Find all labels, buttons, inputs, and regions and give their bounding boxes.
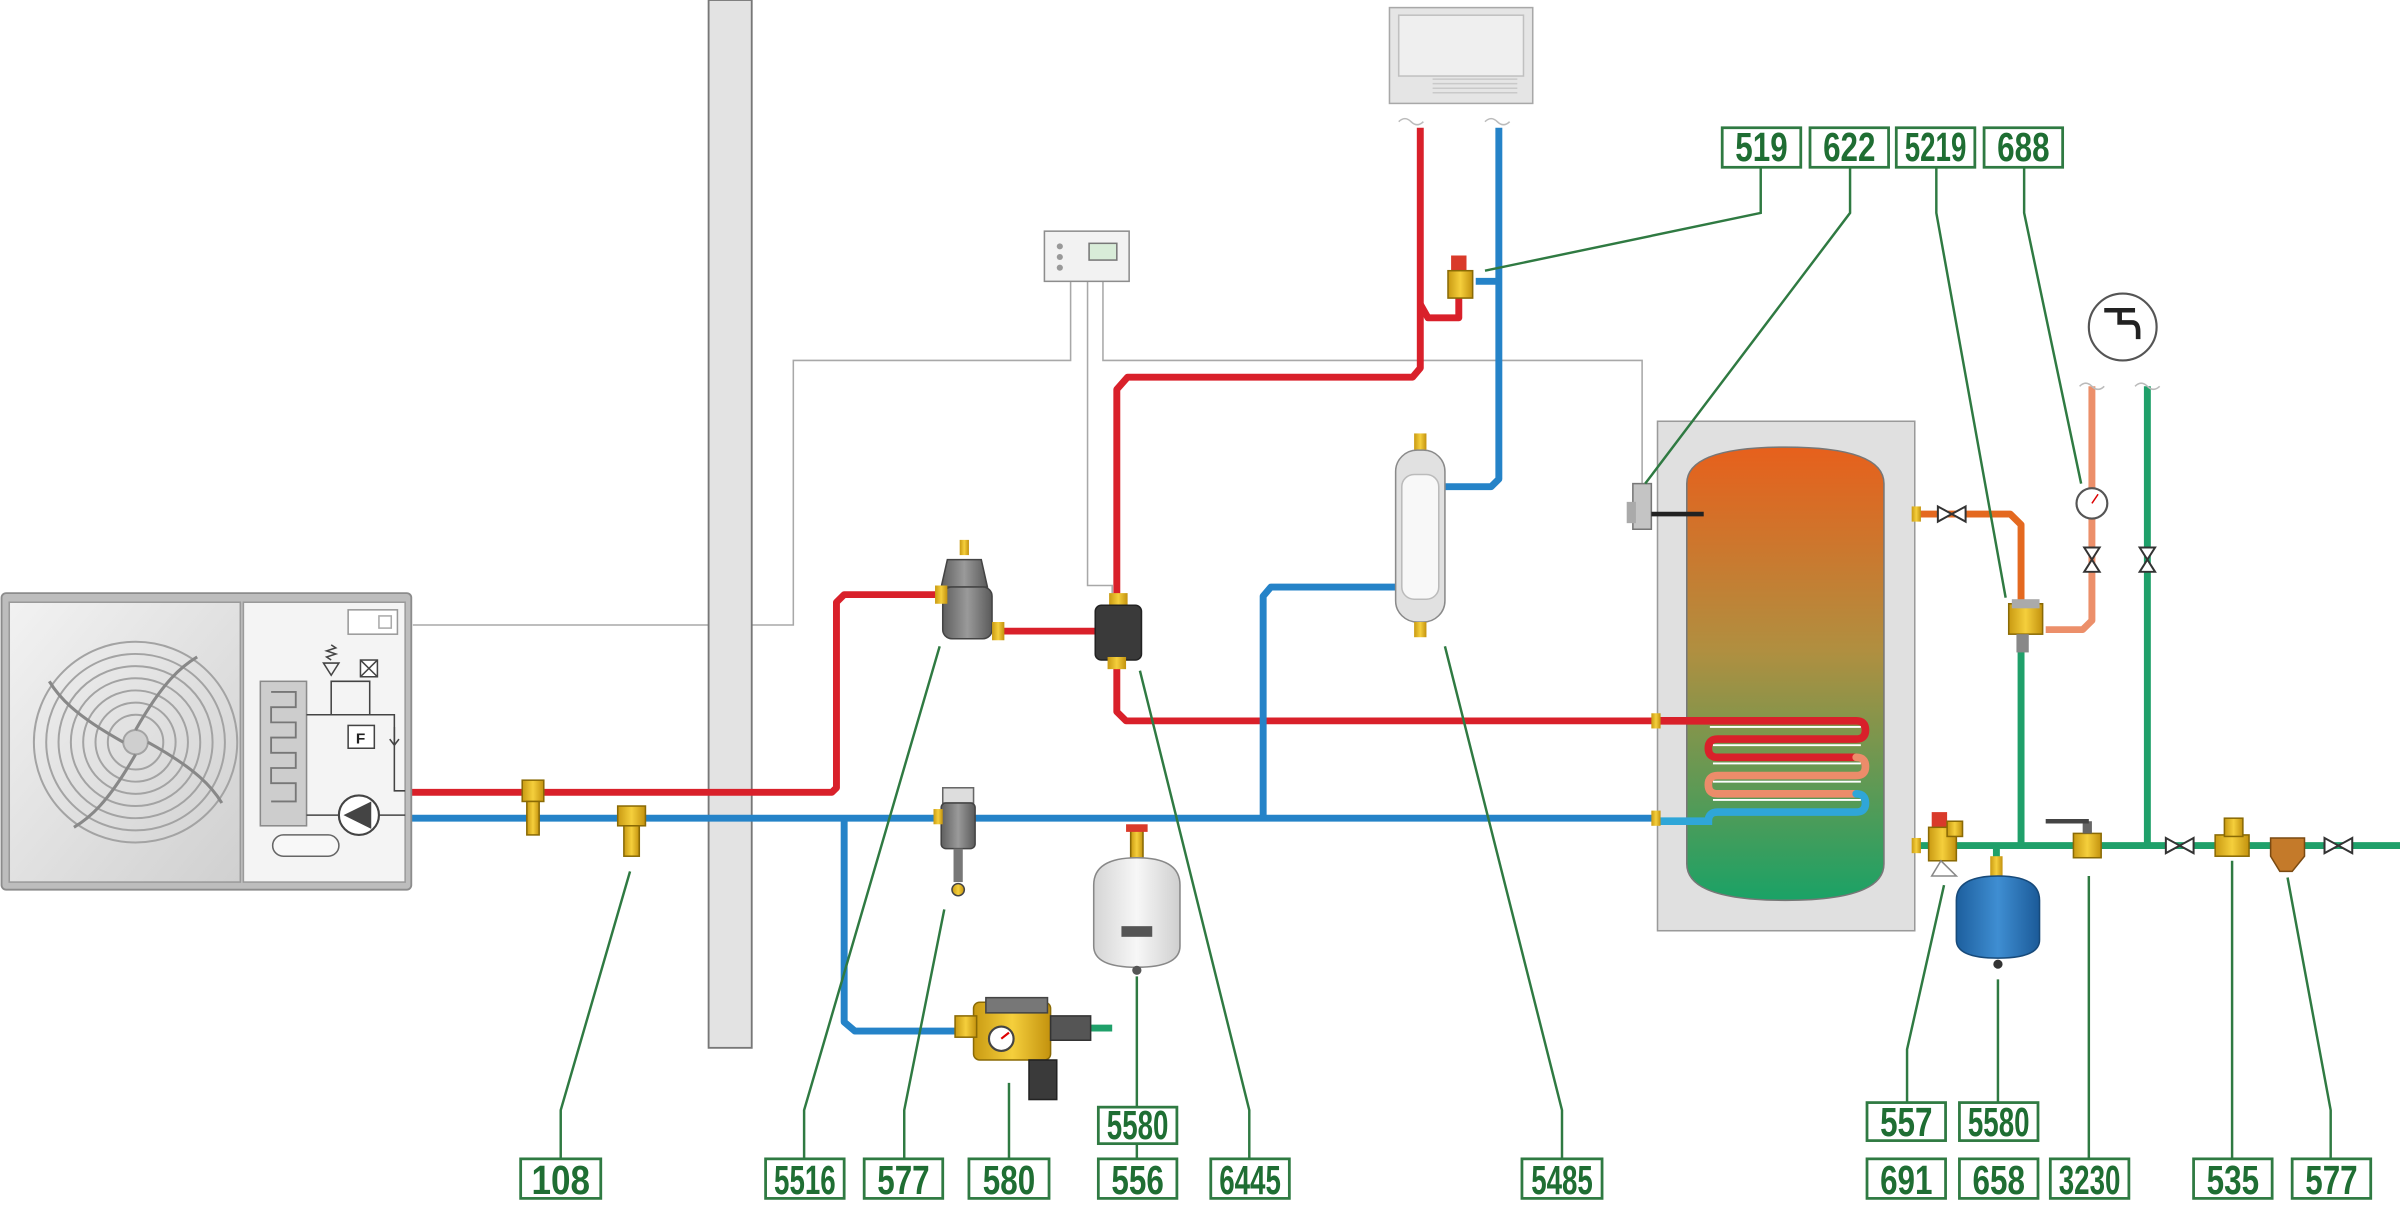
ball-valve-3230 — [2045, 818, 2102, 859]
compressor-icon — [271, 834, 340, 857]
mixing-valve-6445 — [1094, 593, 1143, 670]
pump-icon — [337, 794, 381, 836]
valve-icon — [1936, 504, 2354, 855]
part-label-691: 691 — [1865, 1157, 1947, 1203]
part-label-577-filter: 577 — [862, 1157, 945, 1203]
control-wiring — [412, 281, 1643, 626]
svg-text:557: 557 — [1880, 1099, 1932, 1145]
part-label-6445: 6445 — [1209, 1157, 1291, 1203]
thermostatic-mixer-5219 — [2007, 599, 2044, 653]
part-label-658: 658 — [1958, 1157, 2040, 1203]
pressure-reducer-535 — [2214, 817, 2250, 857]
dirt-separator-5516 — [935, 539, 1005, 641]
svg-text:556: 556 — [1111, 1157, 1163, 1203]
flow-switch-icon — [347, 724, 376, 749]
svg-text:577: 577 — [877, 1157, 929, 1203]
buffer-tank-5485 — [1394, 433, 1446, 638]
unit-display-icon — [347, 609, 399, 635]
flow-pipe-tank-coil — [1113, 666, 1658, 725]
return-pipe-fancoil — [1441, 127, 1503, 491]
svg-text:3230: 3230 — [2059, 1157, 2121, 1203]
safety-group-557 — [1927, 812, 1964, 877]
part-label-5580-dhw: 5580 — [1958, 1099, 2040, 1145]
controller-icon — [1043, 230, 1130, 283]
fan-icon — [32, 640, 239, 844]
part-label-556: 556 — [1096, 1157, 1179, 1203]
part-label-5219: 5219 — [1894, 124, 1977, 170]
part-labels: 108 5516 577 580 5580 556 6445 5485 557 … — [519, 124, 2373, 1203]
part-label-557: 557 — [1865, 1099, 1947, 1145]
svg-text:5485: 5485 — [1531, 1157, 1593, 1203]
zone-valve-108 — [521, 779, 647, 857]
part-label-519: 519 — [1720, 124, 1803, 170]
part-label-688: 688 — [1982, 124, 2065, 170]
dhw-storage-tank — [1651, 420, 1921, 932]
safety-valve-519 — [1447, 255, 1474, 299]
leader-lines — [559, 167, 2332, 1159]
part-label-580: 580 — [967, 1157, 1051, 1203]
thermometer-icon — [2075, 487, 2109, 520]
part-label-622: 622 — [1808, 124, 1890, 170]
svg-text:108: 108 — [531, 1157, 590, 1203]
tap-icon — [2087, 292, 2158, 362]
svg-text:535: 535 — [2207, 1157, 2259, 1203]
svg-text:622: 622 — [1823, 124, 1875, 170]
heat-pump-unit: F — [0, 592, 413, 891]
svg-text:5580: 5580 — [1968, 1099, 2030, 1145]
filling-unit-580 — [954, 996, 1092, 1101]
part-label-577-strainer: 577 — [2290, 1157, 2373, 1203]
svg-text:F: F — [356, 731, 365, 748]
svg-text:5516: 5516 — [774, 1157, 836, 1203]
flow-pipe-heatpump — [409, 591, 946, 796]
svg-text:5580: 5580 — [1107, 1102, 1169, 1148]
svg-text:519: 519 — [1735, 124, 1787, 170]
svg-text:577: 577 — [2305, 1157, 2357, 1203]
part-label-535: 535 — [2192, 1157, 2274, 1203]
fan-coil-icon — [1388, 6, 1534, 126]
dhw-expansion-vessel-5580 — [1955, 856, 2041, 969]
building-wall — [707, 0, 753, 1049]
part-label-5485: 5485 — [1520, 1157, 1604, 1203]
strainer-577 — [2269, 837, 2306, 873]
svg-text:691: 691 — [1880, 1157, 1932, 1203]
svg-text:5219: 5219 — [1905, 124, 1967, 170]
expansion-vessel-icon — [1092, 824, 1181, 975]
part-label-108: 108 — [519, 1157, 603, 1203]
svg-text:688: 688 — [1997, 124, 2049, 170]
part-label-5580-heating: 5580 — [1096, 1102, 1179, 1148]
part-label-5516: 5516 — [764, 1157, 846, 1203]
magnetic-filter-577 — [933, 787, 976, 897]
svg-text:658: 658 — [1973, 1157, 2025, 1203]
svg-text:6445: 6445 — [1219, 1157, 1281, 1203]
flow-pipe-safety-valve — [1417, 293, 1463, 322]
return-pipe-fill-unit — [840, 818, 974, 1035]
return-pipe-buffer — [1259, 583, 1399, 819]
flow-pipe-fancoil — [1113, 127, 1424, 606]
thermostat-622 — [1626, 482, 1704, 531]
svg-text:580: 580 — [983, 1157, 1035, 1203]
part-label-3230: 3230 — [2048, 1157, 2131, 1203]
